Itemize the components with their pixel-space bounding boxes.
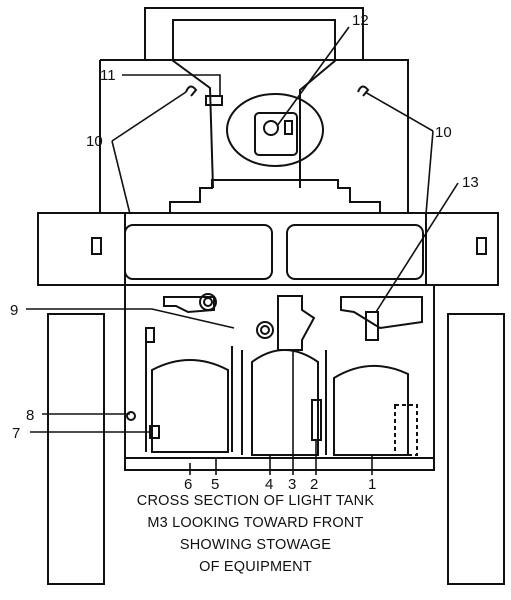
callout-5: 5 — [211, 476, 219, 493]
cylinder-1 — [333, 364, 409, 456]
left-track — [47, 313, 105, 585]
gun-mount-oval — [226, 93, 324, 167]
leader-10-left — [111, 91, 187, 215]
turret-hatch-inner — [172, 19, 336, 61]
gun-mount-latch — [284, 120, 293, 135]
bracket-wheel — [199, 293, 217, 311]
right-bracket — [340, 296, 423, 330]
sponson-box-right-item — [476, 237, 487, 255]
hull-outline — [124, 285, 435, 471]
leader-9 — [26, 308, 235, 329]
callout-1: 1 — [368, 476, 376, 493]
callout-7: 7 — [12, 425, 20, 442]
item-8-knob — [126, 411, 136, 421]
callout-6: 6 — [184, 476, 192, 493]
bracket-wheel-inner — [203, 297, 213, 307]
callout-13: 13 — [462, 174, 479, 191]
cylinder-4 — [251, 349, 319, 456]
sponson-left-window — [124, 224, 273, 280]
leader-10-right — [364, 91, 434, 215]
caption-line-3: SHOWING STOWAGE — [179, 537, 332, 553]
cylinder-4-frame — [241, 350, 327, 455]
leader-11 — [122, 74, 221, 95]
caption-line-4: OF EQUIPMENT — [199, 559, 312, 575]
callout-12: 12 — [352, 12, 369, 29]
callout-3: 3 — [288, 476, 296, 493]
turret-ring — [169, 179, 381, 213]
cylinder-1-box — [394, 404, 418, 456]
gun-mount-sight — [263, 120, 279, 136]
item-13-bracket — [365, 311, 379, 341]
callout-8: 8 — [26, 407, 34, 424]
sponson-right-window — [286, 224, 424, 280]
leader-13 — [375, 182, 459, 313]
callout-9: 9 — [10, 302, 18, 319]
turret-inner-right — [299, 59, 337, 188]
turret-inner-left — [171, 59, 214, 189]
item-11-clip — [205, 95, 223, 106]
callout-10-right: 10 — [435, 124, 452, 141]
leader-12 — [276, 26, 350, 127]
callout-11: 11 — [100, 67, 116, 84]
tower-wheel-inner — [260, 325, 270, 335]
turret-outline — [99, 59, 409, 213]
gun-mount-plate — [254, 112, 298, 156]
caption-line-2: M3 LOOKING TOWARD FRONT — [147, 515, 364, 531]
cylinder-6-frame — [145, 340, 233, 452]
item-10-right-hook — [357, 85, 370, 97]
sponson-deck — [37, 212, 499, 286]
part-2-plate — [311, 399, 322, 441]
callout-2: 2 — [310, 476, 318, 493]
sponson-box-left-item — [91, 237, 102, 255]
item-10-left-hook — [185, 85, 198, 97]
central-tower — [277, 295, 316, 351]
caption-line-1: CROSS SECTION OF LIGHT TANK — [136, 493, 375, 509]
item-9-rod — [145, 327, 155, 343]
cylinder-6 — [151, 359, 229, 453]
right-track — [447, 313, 505, 585]
callout-10-left: 10 — [86, 133, 103, 150]
tower-wheel — [256, 321, 274, 339]
callout-4: 4 — [265, 476, 273, 493]
